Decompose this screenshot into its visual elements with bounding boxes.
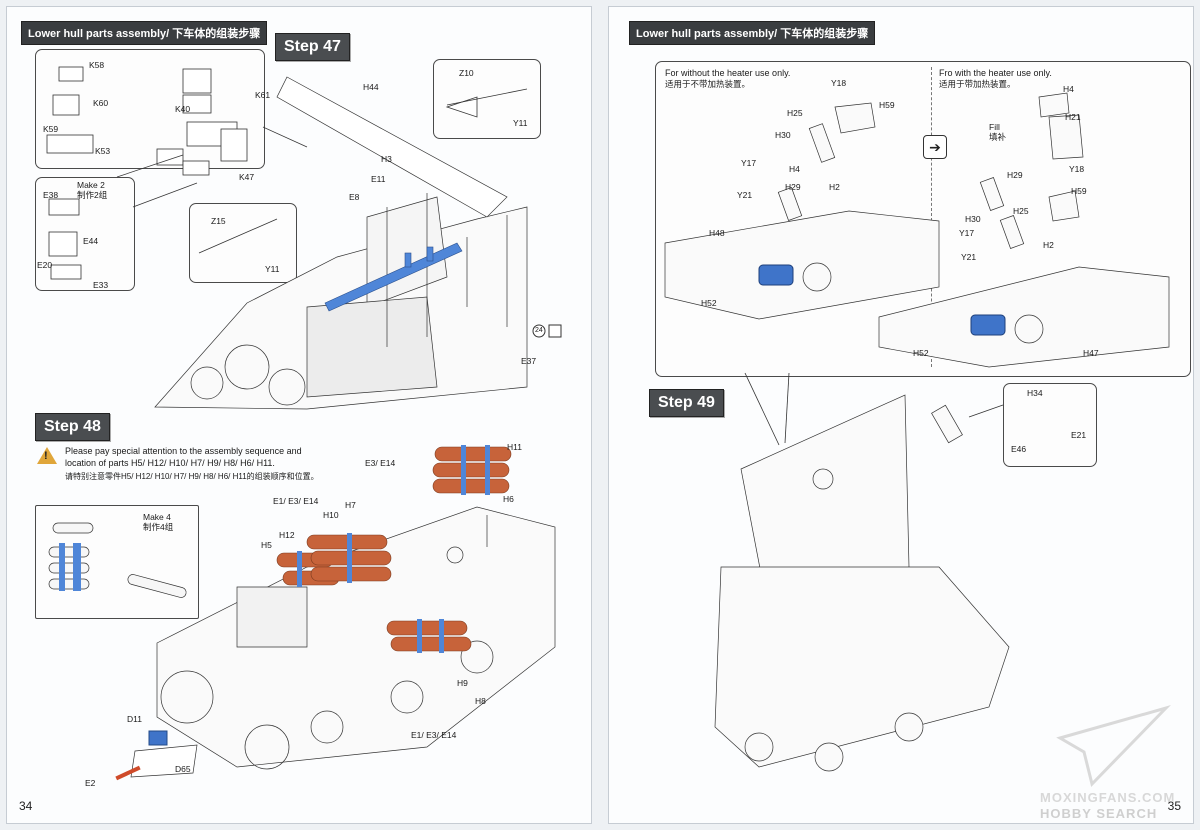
part-label-e21: E21 xyxy=(1071,430,1087,440)
part-label-h3: H3 xyxy=(381,154,392,164)
part-label-y11-b: Y11 xyxy=(265,264,280,274)
warning-mark: ! xyxy=(44,450,48,462)
part-label-h10: H10 xyxy=(323,510,339,520)
heater-drawing xyxy=(664,92,1170,772)
fill-en: Fill xyxy=(989,122,1000,132)
part-label-y17-a: Y17 xyxy=(741,158,757,168)
part-label-h12: H12 xyxy=(279,530,295,540)
part-label-e1-e3-e14-b: E1/ E3/ E14 xyxy=(411,730,457,740)
part-label-h2-a: H2 xyxy=(829,182,840,192)
part-label-e3-e14-top: E3/ E14 xyxy=(365,458,396,468)
part-label-k47: K47 xyxy=(239,172,255,182)
step-47-title: Step 47 xyxy=(275,33,350,61)
part-label-d65: D65 xyxy=(175,764,191,774)
part-label-h34: H34 xyxy=(1027,388,1043,398)
left-page: Lower hull parts assembly/ 下车体的组装步骤 Step… xyxy=(6,6,592,824)
part-label-e33: E33 xyxy=(93,280,109,290)
step-47-inset-z10 xyxy=(433,59,541,139)
part-label-h11: H11 xyxy=(507,442,522,452)
part-label-e8: E8 xyxy=(349,192,360,202)
step-48-warning-en: Please pay special attention to the asse… xyxy=(65,446,302,468)
part-label-k59: K59 xyxy=(43,124,59,134)
part-label-e11: E11 xyxy=(371,174,386,184)
step-47-drawing xyxy=(46,66,562,410)
part-label-k60: K60 xyxy=(93,98,109,108)
part-label-e44: E44 xyxy=(83,236,99,246)
heater-with-en: Fro with the heater use only. xyxy=(939,68,1052,78)
watermark-line2: HOBBY SEARCH xyxy=(1040,806,1158,821)
heater-divider xyxy=(931,67,932,367)
warning-icon xyxy=(37,447,57,464)
part-label-k58: K58 xyxy=(89,60,105,70)
part-label-y11-a: Y11 xyxy=(513,118,528,128)
heater-with-cn: 适用于带加热装置。 xyxy=(939,79,1016,89)
part-label-h29-a: H29 xyxy=(785,182,801,192)
part-label-e38: E38 xyxy=(43,190,59,200)
part-label-y21-b: Y21 xyxy=(961,252,977,262)
part-label-h52-a: H52 xyxy=(701,298,717,308)
step-48-warning-cn: 请特别注意零件H5/ H12/ H10/ H7/ H9/ H8/ H6/ H11… xyxy=(65,472,319,481)
make-4-en: Make 4 xyxy=(143,512,171,522)
watermark-line1: MOXINGFANS.COM xyxy=(1040,790,1176,805)
arrow-right-icon: ➔ xyxy=(923,135,947,159)
part-label-h4-a: H4 xyxy=(789,164,800,174)
step-48-title: Step 48 xyxy=(35,413,110,441)
part-label-h59-b: H59 xyxy=(1071,186,1087,196)
part-label-h48: H48 xyxy=(709,228,725,238)
part-label-z15: Z15 xyxy=(211,216,226,226)
step-49-inset xyxy=(1003,383,1097,467)
page-number-right: 35 xyxy=(1167,799,1181,813)
part-label-d11: D11 xyxy=(127,714,142,724)
part-label-e37: E37 xyxy=(521,356,537,366)
part-label-k53: K53 xyxy=(95,146,111,156)
make-2-cn: 制作2组 xyxy=(77,190,108,200)
part-label-h29-b: H29 xyxy=(1007,170,1023,180)
part-label-h44: H44 xyxy=(363,82,379,92)
part-label-k40: K40 xyxy=(175,104,191,114)
part-label-h6: H6 xyxy=(503,494,514,504)
part-label-h21: H21 xyxy=(1065,112,1081,122)
step-47-inset-z15 xyxy=(189,203,297,283)
part-label-y21-a: Y21 xyxy=(737,190,753,200)
heater-without-cn: 适用于不带加热装置。 xyxy=(665,79,751,89)
left-page-header: Lower hull parts assembly/ 下车体的组装步骤 xyxy=(21,21,268,45)
part-label-h5: H5 xyxy=(261,540,272,550)
part-label-y18-a: Y18 xyxy=(831,78,847,88)
part-label-h30-a: H30 xyxy=(775,130,791,140)
part-label-h9: H9 xyxy=(457,678,468,688)
part-label-h4-b: H4 xyxy=(1063,84,1074,94)
page-number-left: 34 xyxy=(19,799,33,813)
part-label-y17-b: Y17 xyxy=(959,228,975,238)
step-48-drawing xyxy=(48,445,556,781)
make-4-cn: 制作4组 xyxy=(143,522,174,532)
heater-without-en: For without the heater use only. xyxy=(665,68,791,78)
part-label-z10: Z10 xyxy=(459,68,474,78)
part-label-k61: K61 xyxy=(255,90,271,100)
part-label-h7: H7 xyxy=(345,500,356,510)
part-label-h25-a: H25 xyxy=(787,108,803,118)
part-label-h2-b: H2 xyxy=(1043,240,1054,250)
make-2-en: Make 2 xyxy=(77,180,105,190)
fill-cn: 填补 xyxy=(989,132,1007,142)
part-label-e20: E20 xyxy=(37,260,53,270)
part-label-e46: E46 xyxy=(1011,444,1027,454)
right-page: Lower hull parts assembly/ 下车体的组装步骤 For … xyxy=(608,6,1194,824)
part-label-h47: H47 xyxy=(1083,348,1099,358)
part-label-h52-b: H52 xyxy=(913,348,929,358)
step-49-title: Step 49 xyxy=(649,389,724,417)
part-label-h59-a: H59 xyxy=(879,100,895,110)
part-label-e1-e3-e14-a: E1/ E3/ E14 xyxy=(273,496,319,506)
part-label-h30-b: H30 xyxy=(965,214,981,224)
part-label-e2: E2 xyxy=(85,778,96,788)
callout-number: 24 xyxy=(535,327,543,334)
part-label-y18-b: Y18 xyxy=(1069,164,1085,174)
part-label-h25-b: H25 xyxy=(1013,206,1029,216)
part-label-h8: H8 xyxy=(475,696,486,706)
right-page-header: Lower hull parts assembly/ 下车体的组装步骤 xyxy=(629,21,876,45)
